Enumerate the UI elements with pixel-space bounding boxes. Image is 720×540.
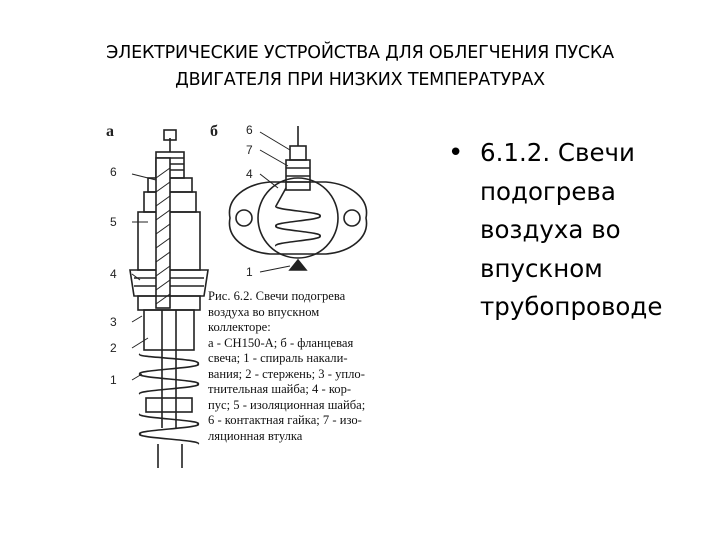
bullet-line: подогрева bbox=[480, 176, 616, 206]
figure-caption: Рис. 6.2. Свечи подогрева воздуха во впу… bbox=[208, 289, 408, 444]
bullet-line: 6.1.2. Свечи bbox=[480, 138, 635, 167]
leader-lines-b bbox=[259, 131, 291, 273]
callout-a-3: 3 bbox=[110, 315, 117, 329]
bullet-line: впускном bbox=[480, 253, 603, 283]
caption-line: коллекторе: bbox=[208, 320, 271, 334]
callout-a-6: 6 bbox=[110, 165, 117, 179]
slide-title: ЭЛЕКТРИЧЕСКИЕ УСТРОЙСТВА ДЛЯ ОБЛЕГЧЕНИЯ … bbox=[40, 40, 680, 94]
glow-plug-b-drawing bbox=[228, 126, 368, 271]
caption-line: ляционная втулка bbox=[208, 428, 303, 443]
caption-line: тнительная шайба; 4 - кор- bbox=[208, 382, 352, 396]
callout-b-6: 6 bbox=[246, 123, 253, 137]
bullet-icon: • bbox=[448, 138, 464, 168]
panel-a-label: а bbox=[106, 123, 114, 140]
slide-title-line-1: ЭЛЕКТРИЧЕСКИЕ УСТРОЙСТВА ДЛЯ ОБЛЕГЧЕНИЯ … bbox=[106, 43, 614, 63]
callout-b-1: 1 bbox=[246, 265, 253, 279]
glow-plug-a-drawing bbox=[129, 129, 209, 468]
callout-a-5: 5 bbox=[110, 215, 117, 229]
caption-line: а - СН150-А; б - фланцевая bbox=[208, 335, 354, 350]
bullet-line: воздуха во bbox=[480, 215, 621, 244]
bullet-text: 6.1.2. Свечи подогрева воздуха во впускн… bbox=[480, 134, 710, 327]
caption-line: воздуха во впускном bbox=[208, 304, 320, 319]
caption-line: пус; 5 - изоляционная шайба; bbox=[208, 397, 366, 412]
caption-line: Рис. 6.2. Свечи подогрева bbox=[208, 289, 346, 303]
callout-b-4: 4 bbox=[246, 167, 253, 181]
caption-line: свеча; 1 - спираль накали- bbox=[208, 351, 348, 365]
callout-a-4: 4 bbox=[110, 267, 117, 281]
callout-a-2: 2 bbox=[110, 341, 117, 355]
rod-hatching bbox=[155, 167, 171, 305]
slide-title-line-2: ДВИГАТЕЛЯ ПРИ НИЗКИХ ТЕМПЕРАТУРАХ bbox=[175, 70, 545, 90]
panel-b-label: б bbox=[210, 123, 218, 140]
leader-lines-a bbox=[131, 173, 157, 381]
callout-b-7: 7 bbox=[246, 143, 253, 157]
callout-a-1: 1 bbox=[110, 373, 117, 387]
bullet-line: трубопроводе bbox=[480, 292, 663, 321]
glow-plug-drawing: а б 6 5 4 3 2 1 6 7 4 1 bbox=[106, 123, 368, 468]
caption-line: 6 - контактная гайка; 7 - изо- bbox=[208, 413, 362, 427]
caption-line: вания; 2 - стержень; 3 - упло- bbox=[208, 366, 365, 381]
glow-plug-figure: а б 6 5 4 3 2 1 6 7 4 1 bbox=[100, 118, 400, 474]
